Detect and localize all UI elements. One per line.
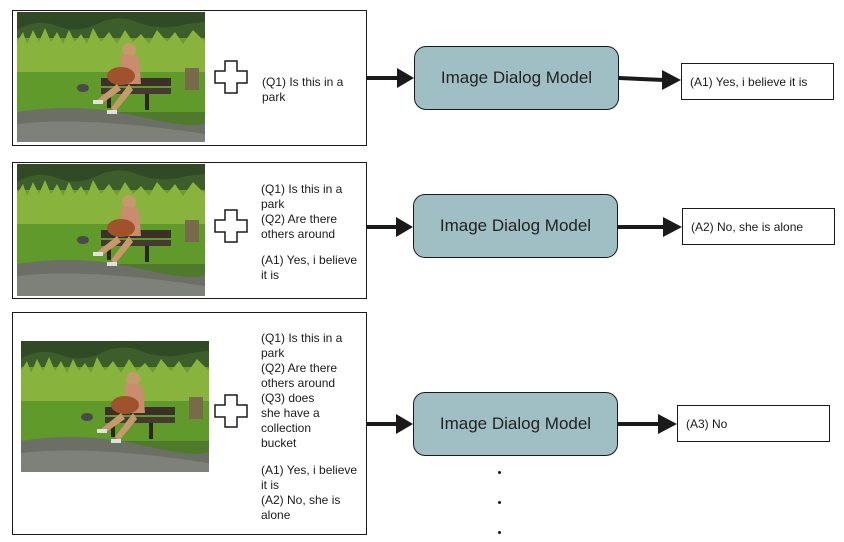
history-answer-2-1: (A1) Yes, i believe it is [261,253,358,282]
question-2-2: (Q2) Are there others around [261,212,338,241]
arrow-input-to-model-3 [367,414,413,434]
image-dialog-model-3: Image Dialog Model [413,392,618,456]
question-3-3: (Q3) does she have a collection bucket [261,391,320,450]
dialog-text-2: (Q1) Is this in a park (Q2) Are there ot… [261,182,361,283]
answer-box-2: (A2) No, she is alone [682,208,835,245]
answer-text-1: (A1) Yes, i believe it is [690,74,808,89]
answer-box-3: (A3) No [677,405,830,442]
answer-text-3: (A3) No [686,416,728,431]
continuation-dot-2 [498,501,501,504]
answer-box-1: (A1) Yes, i believe it is [681,63,834,100]
dialog-text-1: (Q1) Is this in a park [262,75,360,105]
continuation-dot-1 [498,471,501,474]
history-answer-3-2: (A2) No, she is alone [261,493,341,522]
photo-1 [17,12,205,142]
answer-text-2: (A2) No, she is alone [691,219,804,234]
question-3-1: (Q1) Is this in a park [261,331,343,360]
question-2-1: (Q1) Is this in a park [261,182,343,211]
arrow-model-to-answer-3 [618,414,677,434]
model-label-3: Image Dialog Model [439,414,592,433]
dialog-text-3: (Q1) Is this in a park (Q2) Are there ot… [261,331,361,523]
continuation-dot-3 [498,531,501,534]
arrow-input-to-model-1 [367,68,414,88]
photo-3 [21,341,209,472]
image-dialog-model-2: Image Dialog Model [413,194,618,258]
plus-icon-3 [214,394,248,428]
question-3-2: (Q2) Are there others around [261,361,338,390]
model-label-2: Image Dialog Model [439,216,592,235]
arrow-model-to-answer-1 [618,70,681,90]
plus-icon-1 [214,60,248,94]
question-1-1: (Q1) Is this in a park [262,75,344,104]
arrow-model-to-answer-2 [618,217,682,237]
arrow-input-to-model-2 [367,217,413,237]
photo-2 [17,164,205,296]
history-answer-3-1: (A1) Yes, i believe it is [261,463,358,492]
plus-icon-2 [214,209,248,243]
model-label-1: Image Dialog Model [440,68,593,87]
image-dialog-model-1: Image Dialog Model [414,46,619,110]
